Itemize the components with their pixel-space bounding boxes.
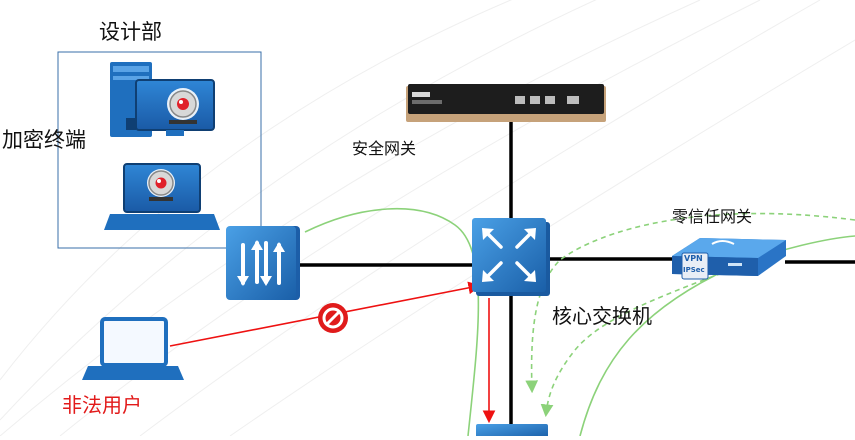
green-path-dashed-1 <box>525 212 855 394</box>
security-gateway-device <box>406 84 606 122</box>
zt-tag-vpn: VPN <box>684 254 703 263</box>
design-dept-label: 设计部 <box>99 20 162 44</box>
core-switch-label: 核心交换机 <box>552 304 652 328</box>
block-icon <box>318 303 348 333</box>
design-dept-group-box <box>57 51 262 249</box>
green-paths <box>304 207 855 437</box>
illegal-user-laptop-icon <box>82 317 184 380</box>
illegal-user-label: 非法用户 <box>62 393 142 417</box>
zero-trust-gateway-label: 零信任网关 <box>672 207 753 226</box>
zero-trust-gateway-device <box>672 238 786 280</box>
encrypted-terminal-label: 加密终端 <box>2 128 86 152</box>
camera-lock-icon <box>167 88 199 124</box>
core-switch-device <box>472 218 550 296</box>
bottom-device <box>476 424 548 438</box>
zt-tag-ipsec: IPSec <box>683 266 705 274</box>
desktop-computer-icon <box>110 62 215 137</box>
network-links <box>300 122 855 436</box>
zt-tag-badge <box>681 252 709 280</box>
green-path-solid-1 <box>304 207 480 437</box>
camera-lock-icon-2 <box>147 169 175 201</box>
security-gateway-label: 安全网关 <box>352 139 417 158</box>
green-path-dashed-2 <box>540 269 731 418</box>
access-switch-device <box>226 226 300 300</box>
green-path-solid-2 <box>579 235 855 437</box>
